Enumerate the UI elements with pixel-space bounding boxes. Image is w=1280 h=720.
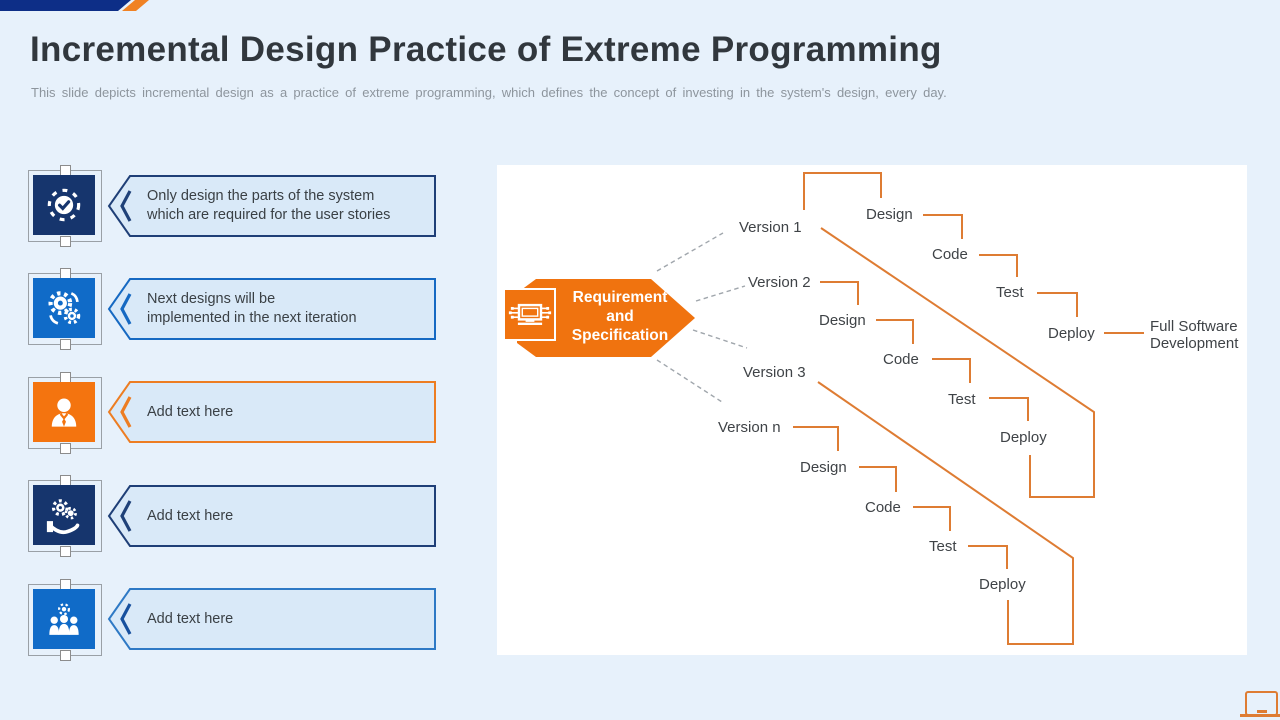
chevron-left-icon (120, 190, 132, 222)
cascade3-test-label: Test (929, 538, 957, 555)
user-icon (33, 382, 95, 442)
text-box-4-label: Add text here (147, 507, 234, 524)
cascade1-design-label: Design (866, 206, 913, 223)
diagram-panel (497, 165, 1247, 655)
requirement-hexagon-label: Requirement and Specification (571, 289, 669, 344)
full-software-development-label: Full Software Development (1150, 318, 1239, 352)
cascade2-test-label: Test (948, 391, 976, 408)
icon-shape-frame[interactable] (28, 268, 102, 350)
text-box-4[interactable]: Add text here (107, 485, 437, 547)
icon-shape-frame[interactable] (28, 475, 102, 557)
cascade1-deploy-label: Deploy (1048, 325, 1095, 342)
version-n-label: Version n (718, 419, 781, 436)
icon-shape-frame[interactable] (28, 372, 102, 454)
chevron-left-icon (120, 293, 132, 325)
cascade3-code-label: Code (865, 499, 901, 516)
team-icon (33, 589, 95, 649)
chevron-left-icon (120, 396, 132, 428)
header-navy-bar (0, 0, 131, 11)
chevron-left-icon (120, 603, 132, 635)
hand-gears-icon (33, 485, 95, 545)
cascade3-deploy-label: Deploy (979, 576, 1026, 593)
selection-handle[interactable] (60, 236, 71, 247)
version-3-label: Version 3 (743, 364, 806, 381)
version-2-label: Version 2 (748, 274, 811, 291)
cascade3-design-label: Design (800, 459, 847, 476)
text-box-5[interactable]: Add text here (107, 588, 437, 650)
selection-handle[interactable] (60, 546, 71, 557)
selection-handle[interactable] (60, 443, 71, 454)
text-box-3[interactable]: Add text here (107, 381, 437, 443)
cascade2-design-label: Design (819, 312, 866, 329)
gear-check-icon (33, 175, 95, 235)
gears-sync-icon (33, 278, 95, 338)
header-orange-slash (122, 0, 149, 11)
page-subtitle: This slide depicts incremental design as… (31, 85, 947, 100)
version-1-label: Version 1 (739, 219, 802, 236)
icon-shape-frame[interactable] (28, 579, 102, 661)
text-box-3-label: Add text here (147, 403, 234, 420)
icon-shape-frame[interactable] (28, 165, 102, 247)
cascade1-code-label: Code (932, 246, 968, 263)
laptop-icon (1240, 691, 1280, 717)
system-board-icon (503, 288, 556, 341)
cascade1-test-label: Test (996, 284, 1024, 301)
chevron-left-icon (120, 500, 132, 532)
selection-handle[interactable] (60, 650, 71, 661)
page-title: Incremental Design Practice of Extreme P… (30, 30, 942, 69)
cascade2-deploy-label: Deploy (1000, 429, 1047, 446)
text-box-5-label: Add text here (147, 610, 234, 627)
cascade2-code-label: Code (883, 351, 919, 368)
selection-handle[interactable] (60, 339, 71, 350)
